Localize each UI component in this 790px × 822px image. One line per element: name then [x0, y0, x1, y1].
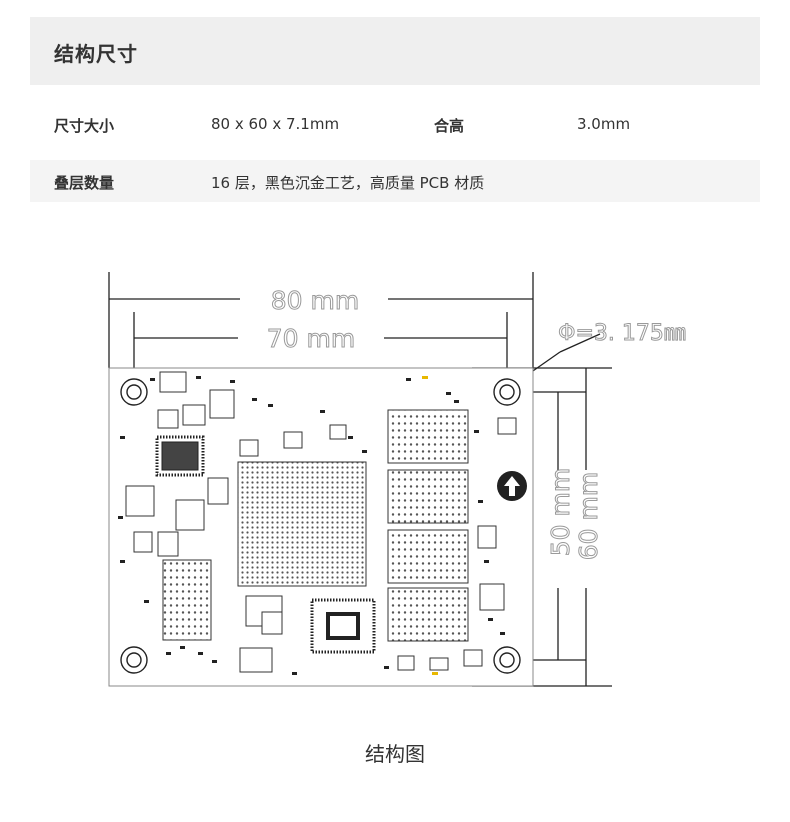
mounting-hole-bottom-left [120, 646, 148, 674]
spec-row-size: 尺寸大小 80 x 60 x 7.1mm 合高 3.0mm [30, 103, 760, 145]
dimension-lines [108, 272, 612, 687]
spec-row-layers: 叠层数量 16 层，黑色沉金工艺，高质量 PCB 材质 [30, 160, 760, 202]
dram-chips [162, 409, 469, 642]
qfp-chips [155, 435, 376, 654]
passive-components [118, 376, 505, 675]
mounting-hole-top-left [120, 378, 148, 406]
mounting-hole-bottom-right [493, 646, 521, 674]
led-indicators [422, 376, 438, 675]
mounting-hole-top-right [493, 378, 521, 406]
small-components [125, 371, 517, 673]
figure-caption: 结构图 [365, 742, 425, 766]
size-label: 尺寸大小 [54, 117, 115, 135]
size-value: 80 x 60 x 7.1mm [211, 115, 340, 133]
section-title: 结构尺寸 [54, 42, 138, 66]
layers-label: 叠层数量 [54, 174, 115, 192]
height-value: 3.0mm [577, 115, 631, 133]
orientation-arrow-icon [497, 471, 527, 501]
main-bga-chip [237, 461, 367, 587]
height-label: 合高 [434, 117, 465, 135]
width-outer-label: 80 mm [271, 286, 359, 315]
layers-value: 16 层，黑色沉金工艺，高质量 PCB 材质 [211, 174, 485, 192]
height-outer-label: 60 mm [574, 472, 603, 560]
width-inner-label: 70 mm [267, 324, 355, 353]
section-header: 结构尺寸 [30, 17, 760, 85]
hole-diameter-label: Φ=3. 175㎜ [558, 321, 686, 346]
height-inner-label: 50 mm [546, 468, 575, 556]
